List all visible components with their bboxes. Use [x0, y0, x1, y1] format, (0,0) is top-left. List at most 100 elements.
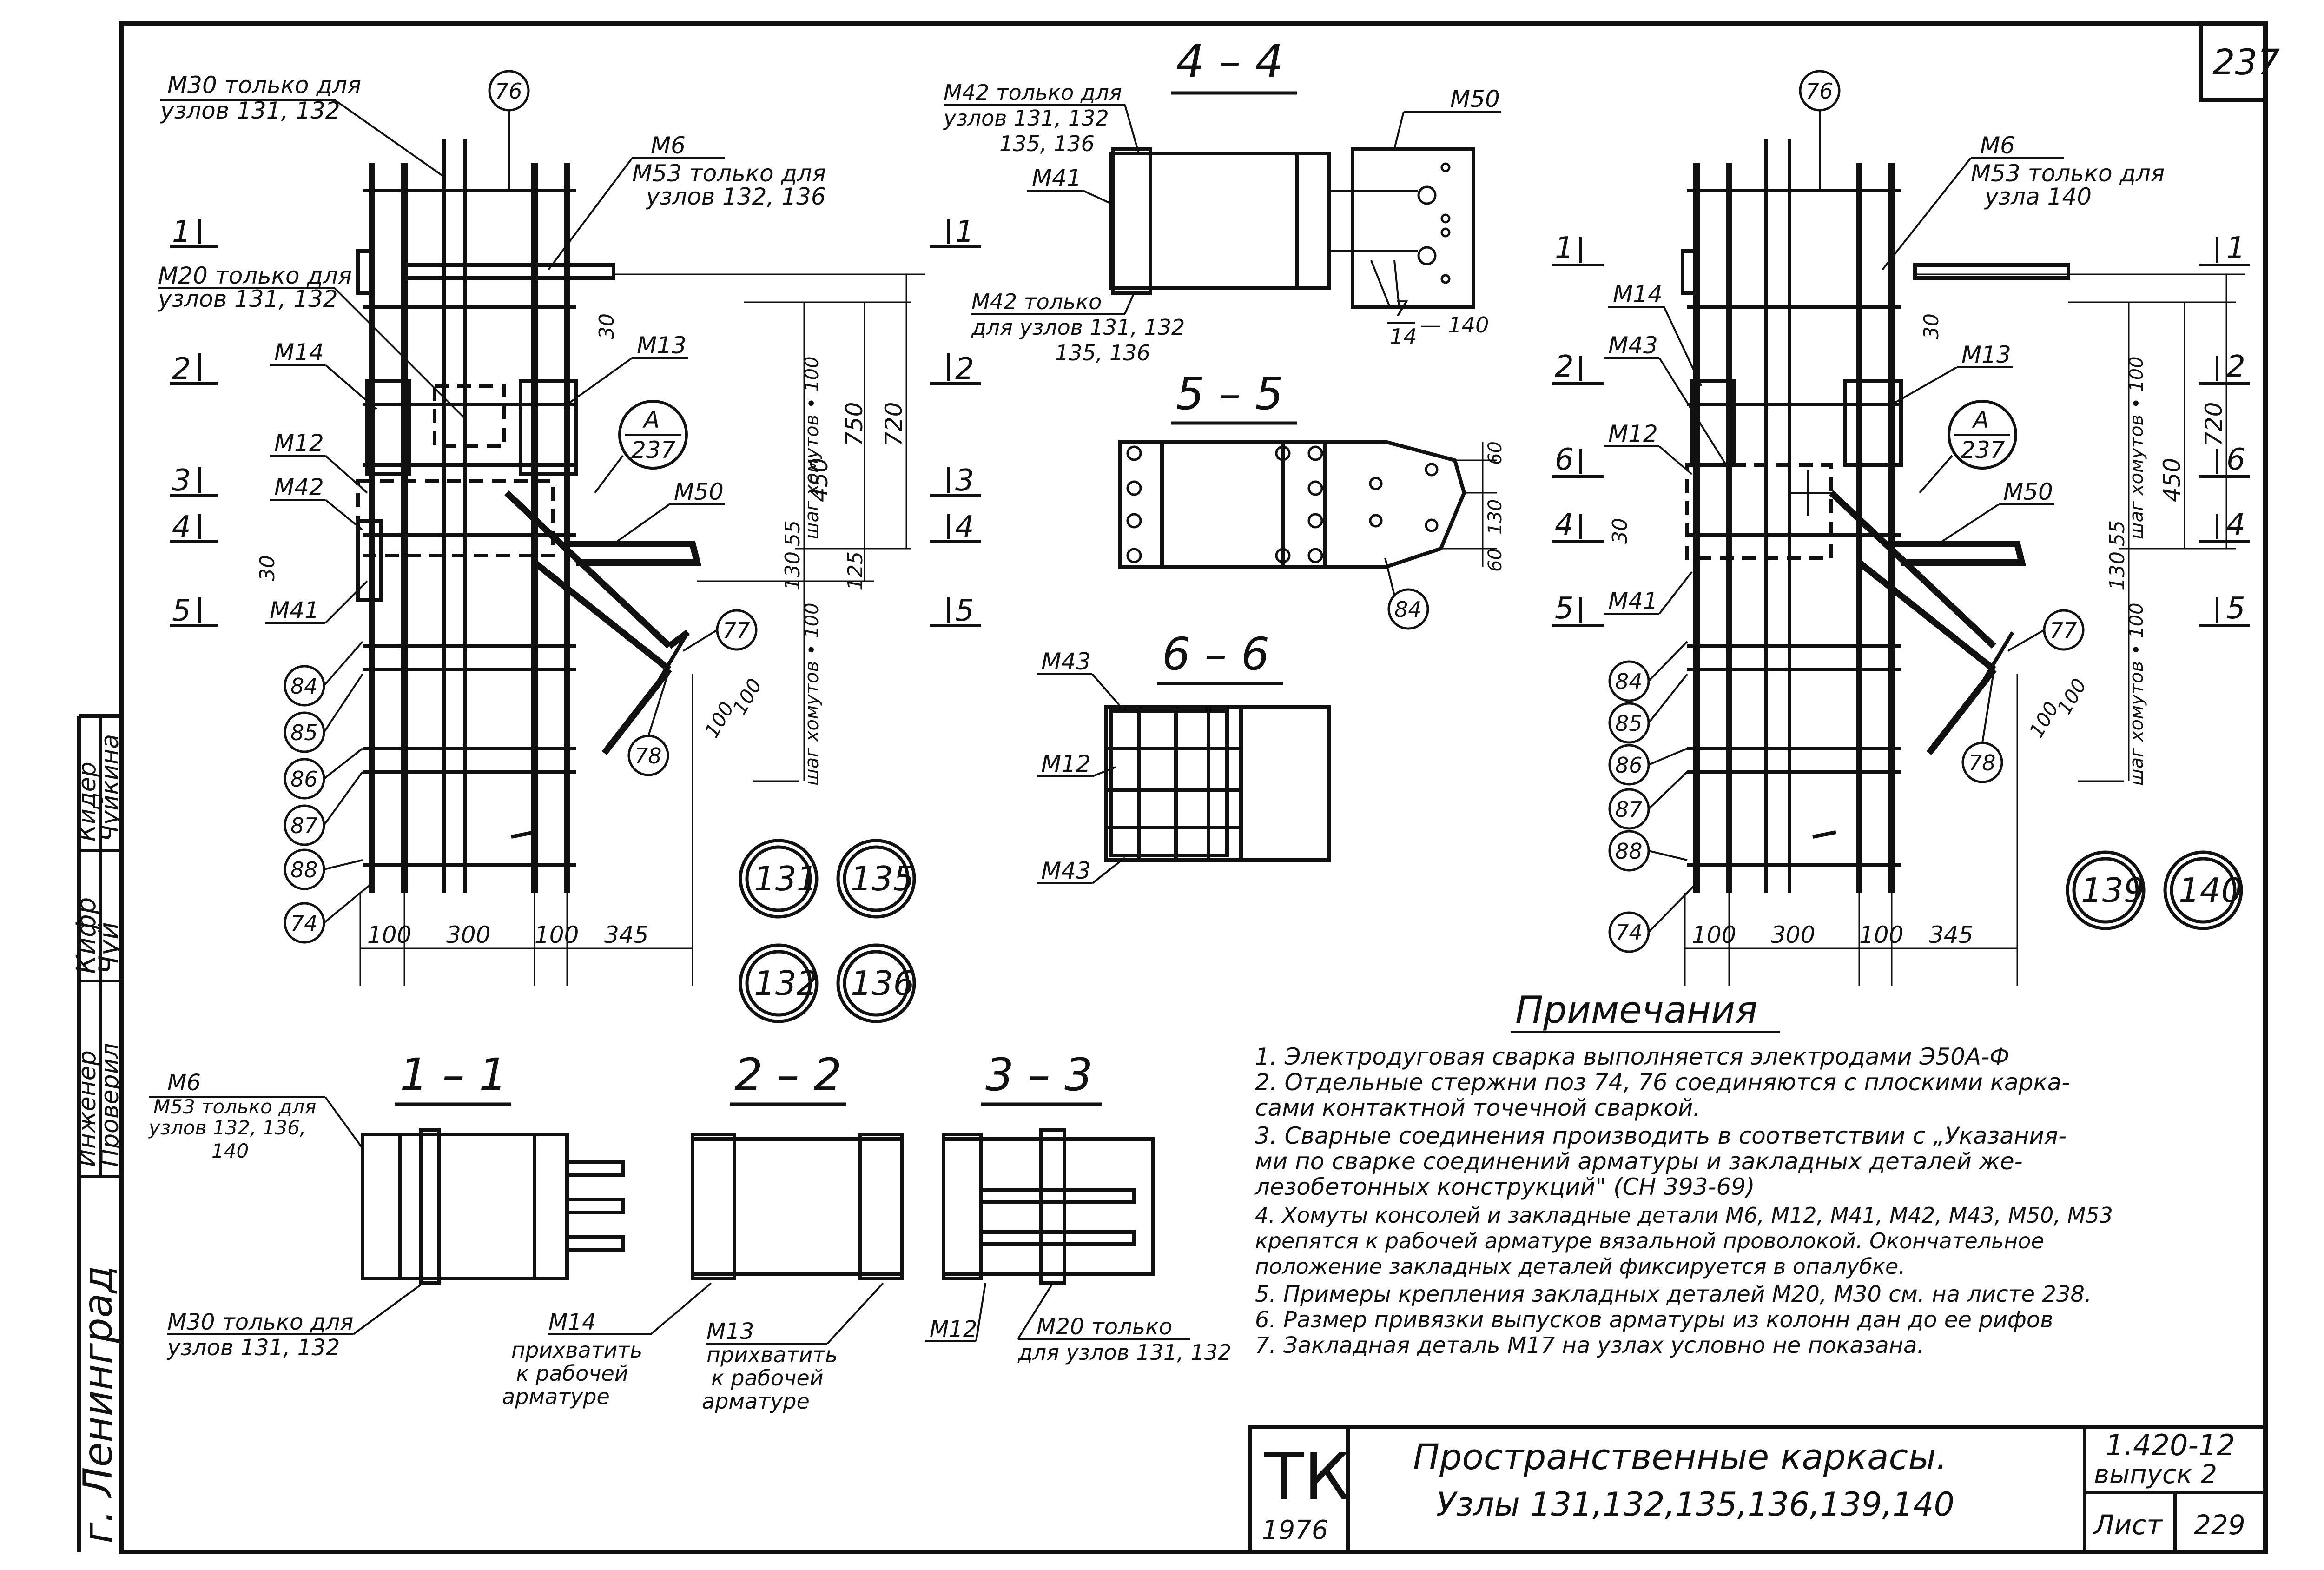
- s22-m13-1: М13: [706, 1318, 754, 1345]
- dim-bottom-3: 100: [535, 921, 579, 948]
- r-label-m41: М41: [1608, 588, 1658, 615]
- cut-4-left: 4: [172, 510, 191, 544]
- label-m30-nodes: узлов 131, 132: [159, 97, 340, 124]
- r-pos-74: 74: [1615, 920, 1643, 945]
- ref-callout-a237: А 237: [594, 400, 688, 494]
- cut-2-right: 2: [955, 352, 974, 386]
- dim-55: 55: [781, 520, 805, 546]
- r-cut-6-right: 6: [2226, 443, 2245, 477]
- r-cut-4-right: 4: [2226, 508, 2245, 542]
- r-pos-87: 87: [1615, 797, 1643, 822]
- note-line-1: 1. Электродуговая сварка выполняется эле…: [1255, 1043, 2009, 1070]
- r-dim-bottom-1: 100: [1692, 921, 1736, 948]
- r-label-m53: М53 только для: [1971, 160, 2165, 187]
- r-cut-1-left: 1: [1555, 231, 1574, 265]
- cut-1-right: 1: [955, 215, 974, 249]
- left-elevation: 100 300 100 345 30 750 720 450 55 130 12…: [157, 70, 981, 1023]
- r-pos-84: 84: [1615, 669, 1643, 694]
- r-dim-30-left: 30: [1608, 518, 1632, 544]
- node-140: 140: [2179, 871, 2242, 910]
- s44-frac-den: 14: [1390, 324, 1417, 349]
- s22-m14-3: к рабочей: [516, 1361, 628, 1386]
- s22-m13-4: арматуре: [702, 1389, 810, 1414]
- node-135: 135: [851, 859, 914, 898]
- label-m13: М13: [637, 332, 687, 359]
- label-m20: М20 только для: [158, 262, 352, 289]
- note-line-10: 5. Примеры крепления закладных деталей М…: [1255, 1281, 2092, 1307]
- r-label-m6: М6: [1980, 132, 2015, 159]
- dim-720: 720: [880, 402, 907, 446]
- dim-450: 450: [806, 458, 833, 502]
- pos-78-left: 78: [634, 743, 662, 768]
- s33-m20-2: для узлов 131, 132: [1017, 1340, 1231, 1365]
- sheet-number: 229: [2194, 1509, 2245, 1541]
- corner-page-number: 237: [2212, 41, 2280, 83]
- cut-2-left: 2: [172, 352, 191, 386]
- dim-bottom-2: 300: [446, 921, 490, 948]
- s44-m42a-1: М42 только для: [944, 80, 1122, 105]
- s44-frac-num: 7: [1394, 296, 1408, 321]
- s44-m42b-2: для узлов 131, 132: [971, 315, 1185, 340]
- section-6-6: 6 – 6 М43 М12 М43: [1037, 628, 1331, 884]
- r-dim-720: 720: [2200, 402, 2227, 446]
- node-139: 139: [2081, 871, 2145, 910]
- label-m12: М12: [274, 430, 324, 457]
- s33-m12: М12: [930, 1316, 977, 1342]
- cut-3-right: 3: [955, 464, 974, 498]
- s11-m30-2: узлов 131, 132: [166, 1335, 340, 1361]
- stamp-code: ТК: [1264, 1439, 1350, 1515]
- s44-m42b-3: 135, 136: [1055, 340, 1150, 365]
- stamp-signature-2: Чуй: [93, 922, 125, 974]
- r-pitch-bottom: шаг хомутов • 100: [2126, 603, 2147, 786]
- s22-m13-3: к рабочей: [711, 1365, 824, 1391]
- s11-m53-1: М53 только для: [153, 1095, 316, 1118]
- s55-dim-130: 130: [1485, 499, 1506, 535]
- r-cut-6-left: 6: [1555, 443, 1574, 477]
- cut-1-left: 1: [172, 215, 191, 249]
- r-label-m13: М13: [1961, 341, 2011, 368]
- cut-5-left: 5: [172, 594, 191, 628]
- pos-76-left: 76: [495, 79, 522, 104]
- section-5-5: 5 – 5 60 130 60 84: [1118, 368, 1506, 630]
- pos-85-left: 85: [290, 720, 318, 745]
- s33-m20-1: М20 только: [1037, 1314, 1172, 1340]
- r-pos-77: 77: [2050, 618, 2077, 643]
- title-line-2: Узлы 131,132,135,136,139,140: [1436, 1485, 1954, 1524]
- stamp-signature-1: Кифр: [70, 897, 102, 974]
- note-line-3: сами контактной точечной сваркой.: [1255, 1094, 1700, 1121]
- section-3-3-title: 3 – 3: [985, 1049, 1093, 1101]
- dim-130: 130: [781, 551, 805, 590]
- cut-5-right: 5: [955, 594, 974, 628]
- pos-74-left: 74: [290, 911, 318, 936]
- dim-750: 750: [841, 402, 868, 446]
- left-dims-bottom: 100 300 100 345: [367, 921, 648, 948]
- section-5-5-title: 5 – 5: [1176, 368, 1283, 420]
- s44-m50: М50: [1450, 86, 1500, 113]
- r-dim-450: 450: [2159, 458, 2185, 502]
- s22-m13-2: прихватить: [706, 1342, 838, 1367]
- pos-84-left: 84: [290, 674, 318, 699]
- label-m50: М50: [674, 478, 724, 505]
- pos-88-left: 88: [290, 857, 318, 882]
- s66-m12: М12: [1041, 750, 1091, 777]
- dim-bottom-1: 100: [367, 921, 411, 948]
- s44-frac-tail: — 140: [1420, 312, 1489, 338]
- stamp-name-1: Кидер: [73, 762, 101, 841]
- r-label-m43: М43: [1608, 332, 1658, 359]
- note-line-12: 7. Закладная деталь М17 на узлах условно…: [1255, 1332, 1924, 1358]
- s11-m53-2: узлов 132, 136,: [148, 1116, 306, 1139]
- section-2-2: 2 – 2 М14 прихватить к рабочей арматуре …: [502, 1049, 904, 1414]
- note-line-6: лезобетонных конструкций" (СН 393-69): [1254, 1173, 1755, 1200]
- r-dim-bottom-3: 100: [1859, 921, 1903, 948]
- notes-block: Примечания 1. Электродуговая сварка выпо…: [1254, 988, 2113, 1358]
- note-line-4: 3. Сварные соединения производить в соот…: [1255, 1122, 2067, 1149]
- s11-m53-3: 140: [211, 1139, 249, 1162]
- pos-77-left: 77: [723, 618, 750, 643]
- notes-title: Примечания: [1515, 988, 1757, 1032]
- s22-m14-4: арматуре: [502, 1384, 610, 1409]
- r-cut-5-right: 5: [2226, 591, 2245, 626]
- r-dim-130: 130: [2106, 551, 2129, 590]
- label-m41: М41: [270, 597, 319, 624]
- section-2-2-title: 2 – 2: [734, 1049, 842, 1101]
